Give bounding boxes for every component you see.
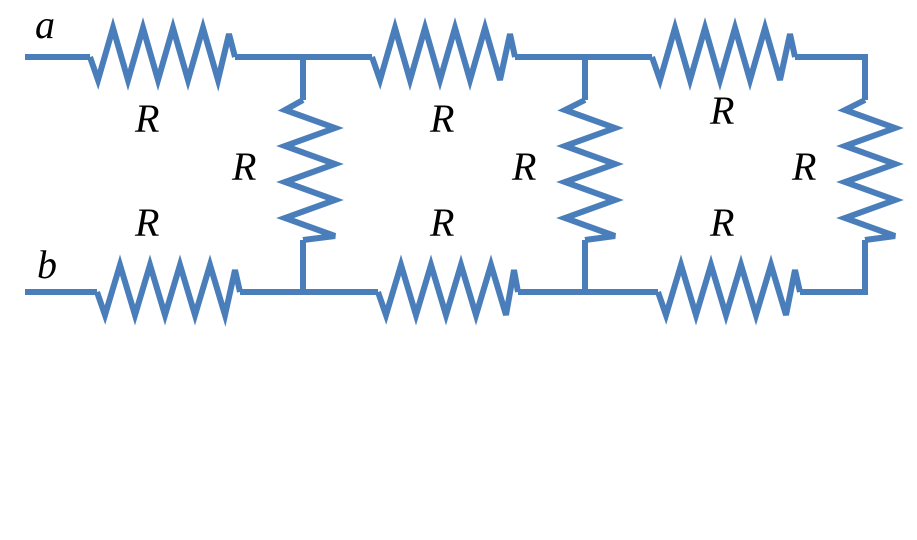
- resistor-rung-3: [836, 97, 904, 243]
- terminal-a-label: a: [35, 2, 55, 47]
- resistor-label-rung-3: R: [791, 144, 816, 189]
- resistors-bottom: [94, 254, 803, 327]
- resistor-label-bottom-2: R: [429, 200, 454, 245]
- wires: [25, 54, 868, 295]
- resistor-top-1: [87, 17, 238, 92]
- resistor-label-bottom-1: R: [134, 200, 159, 245]
- resistor-label-top-3: R: [709, 88, 734, 133]
- resistor-top-3: [649, 17, 798, 91]
- resistor-top-2: [369, 17, 518, 91]
- wire-bottom-right-corner: [800, 240, 868, 295]
- resistor-label-top-2: R: [429, 96, 454, 141]
- wire-top-right-corner: [795, 54, 868, 100]
- resistor-bottom-2: [375, 254, 521, 326]
- resistors-top: [87, 17, 798, 92]
- resistor-bottom-1: [94, 254, 243, 327]
- resistor-label-rung-1: R: [231, 144, 256, 189]
- resistor-label-rung-2: R: [511, 144, 536, 189]
- resistor-label-bottom-3: R: [709, 200, 734, 245]
- resistor-bottom-3: [655, 254, 803, 326]
- resistor-rung-1: [276, 97, 344, 243]
- resistor-label-top-1: R: [134, 96, 159, 141]
- resistors-vertical: [276, 97, 904, 243]
- terminal-b-label: b: [37, 242, 57, 287]
- resistor-rung-2: [556, 97, 624, 243]
